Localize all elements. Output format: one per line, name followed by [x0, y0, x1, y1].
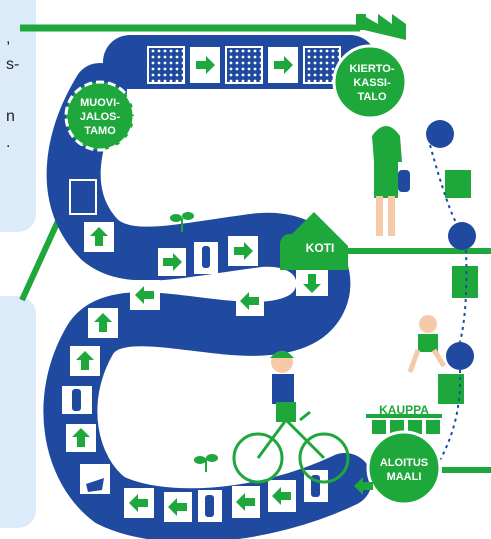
svg-text:KOTI: KOTI: [306, 241, 335, 255]
ball-icon: [446, 342, 474, 370]
svg-text:KAUPPA: KAUPPA: [379, 403, 429, 417]
bottle-icon: [72, 389, 81, 411]
label-muovi: MUOVI-: [80, 97, 120, 109]
label-muovi: TAMO: [84, 125, 116, 137]
svg-text:JALOS-: JALOS-: [80, 111, 121, 123]
svg-text:MAALI: MAALI: [387, 471, 422, 483]
svg-text:TALO: TALO: [357, 91, 387, 103]
label-kierto: KASSI-: [353, 77, 391, 89]
ball-icon: [426, 120, 454, 148]
bottle-icon: [202, 246, 210, 268]
label-kierto: KIERTO-: [349, 63, 394, 75]
label-koti: KOTI: [306, 241, 335, 255]
label-kauppa: KAUPPA: [379, 403, 429, 417]
svg-text:MUOVI-: MUOVI-: [80, 97, 120, 109]
svg-text:TAMO: TAMO: [84, 125, 116, 137]
label-muovi: JALOS-: [80, 111, 121, 123]
label-aloitus: ALOITUS: [380, 457, 428, 469]
person-child-icon: [410, 315, 444, 372]
label-kierto: TALO: [357, 91, 387, 103]
ball-icon: [448, 222, 476, 250]
bottle-icon: [205, 495, 214, 517]
svg-text:ALOITUS: ALOITUS: [380, 457, 428, 469]
person-girl-icon: [372, 126, 410, 236]
label-aloitus: MAALI: [387, 471, 422, 483]
svg-text:KIERTO-: KIERTO-: [349, 63, 394, 75]
svg-text:KASSI-: KASSI-: [353, 77, 391, 89]
